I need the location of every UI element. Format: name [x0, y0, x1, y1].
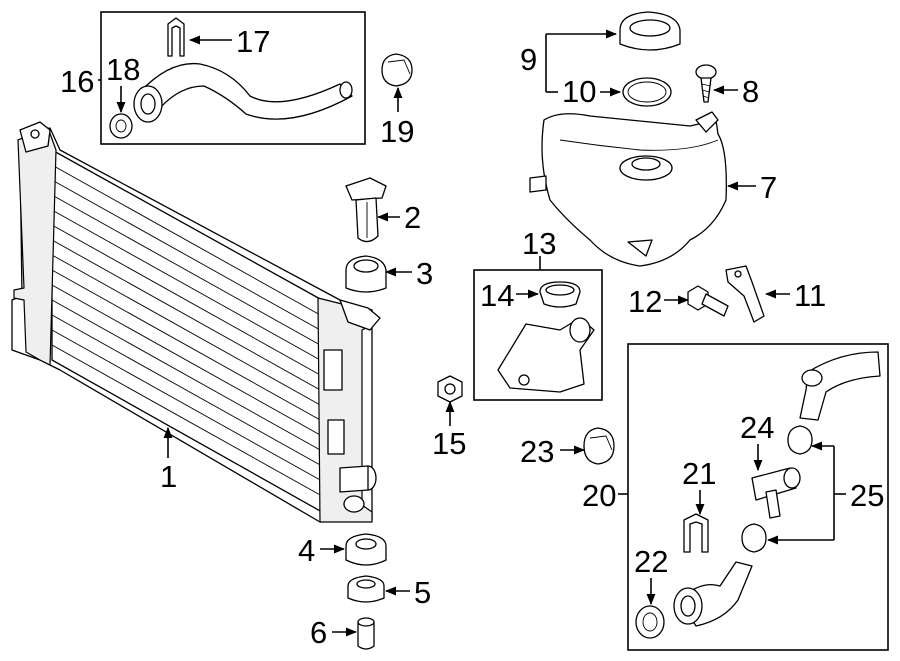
o-ring-22-part — [635, 605, 665, 639]
callout-8: 8 — [742, 74, 759, 109]
callout-21: 21 — [682, 456, 716, 491]
clip-21-part — [683, 513, 709, 553]
cap-part — [619, 11, 681, 51]
seal-10-part — [622, 77, 672, 107]
callout-5: 5 — [414, 575, 431, 610]
o-ring-18-part — [109, 113, 133, 139]
clamp-25-lower-part — [741, 523, 767, 553]
callout-16: 16 — [60, 64, 94, 99]
screw-8-part — [695, 64, 717, 103]
clamp-25-upper-part — [787, 425, 813, 455]
callout-22: 22 — [634, 544, 668, 579]
bracket-plate-part — [497, 317, 595, 393]
hose-group-box — [100, 11, 366, 145]
upper-hose-part — [133, 62, 353, 123]
callout-17: 17 — [236, 24, 270, 59]
connector-24-part — [751, 467, 801, 519]
push-pin-part — [345, 177, 387, 243]
callout-19: 19 — [380, 114, 414, 149]
callout-23: 23 — [520, 434, 554, 469]
callout-14: 14 — [480, 278, 514, 313]
clamp-23-part — [583, 427, 615, 465]
callout-20: 20 — [582, 478, 616, 513]
insulator-part — [345, 255, 387, 293]
callout-13: 13 — [522, 226, 556, 261]
bracket-11-part — [725, 265, 765, 323]
clip-17-part — [167, 17, 185, 57]
callout-12: 12 — [628, 284, 662, 319]
clamp-19-part — [381, 53, 413, 87]
nut-part — [437, 375, 463, 403]
callout-6: 6 — [310, 615, 327, 650]
callout-9: 9 — [520, 42, 537, 77]
callout-3: 3 — [416, 256, 433, 291]
callout-labels: 1 2 3 4 5 6 7 8 9 10 11 12 13 14 15 16 1… — [60, 24, 884, 650]
callout-1: 1 — [160, 459, 177, 494]
callout-7: 7 — [760, 170, 777, 205]
grommet-14-part — [539, 281, 581, 308]
callout-25: 25 — [850, 478, 884, 513]
lower-hose-part — [673, 561, 753, 627]
bracket-group-box — [473, 269, 603, 401]
callout-18: 18 — [106, 52, 140, 87]
lower-hose-upper-part — [799, 351, 881, 421]
callout-24: 24 — [740, 410, 774, 445]
radiator-part — [11, 121, 381, 523]
callout-2: 2 — [404, 200, 421, 235]
lower-hose-group-box — [627, 343, 889, 651]
lower-mount-parts — [345, 533, 387, 650]
reservoir-part — [529, 111, 727, 267]
callout-4: 4 — [298, 533, 315, 568]
leader-lines — [98, 29, 846, 637]
callout-15: 15 — [432, 426, 466, 461]
callout-10: 10 — [562, 74, 596, 109]
bolt-12-part — [687, 285, 729, 317]
callout-11: 11 — [794, 278, 826, 313]
